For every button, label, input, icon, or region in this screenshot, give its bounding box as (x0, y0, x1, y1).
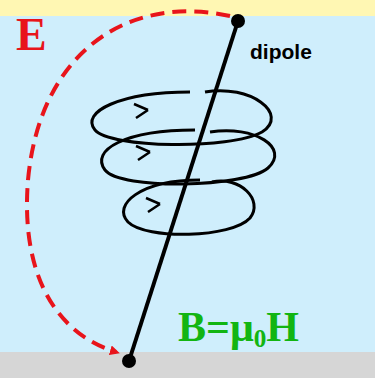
dipole-end (231, 14, 245, 28)
electric-field-arc (27, 11, 230, 352)
bottom-plate (0, 352, 375, 378)
dipole-end (122, 354, 136, 368)
part-label: dipole (250, 40, 312, 64)
magnetic-field-loops (92, 91, 275, 235)
top-plate (0, 0, 375, 16)
field-symbol: E (16, 8, 47, 61)
field-equation: B=μ0H (178, 303, 299, 353)
